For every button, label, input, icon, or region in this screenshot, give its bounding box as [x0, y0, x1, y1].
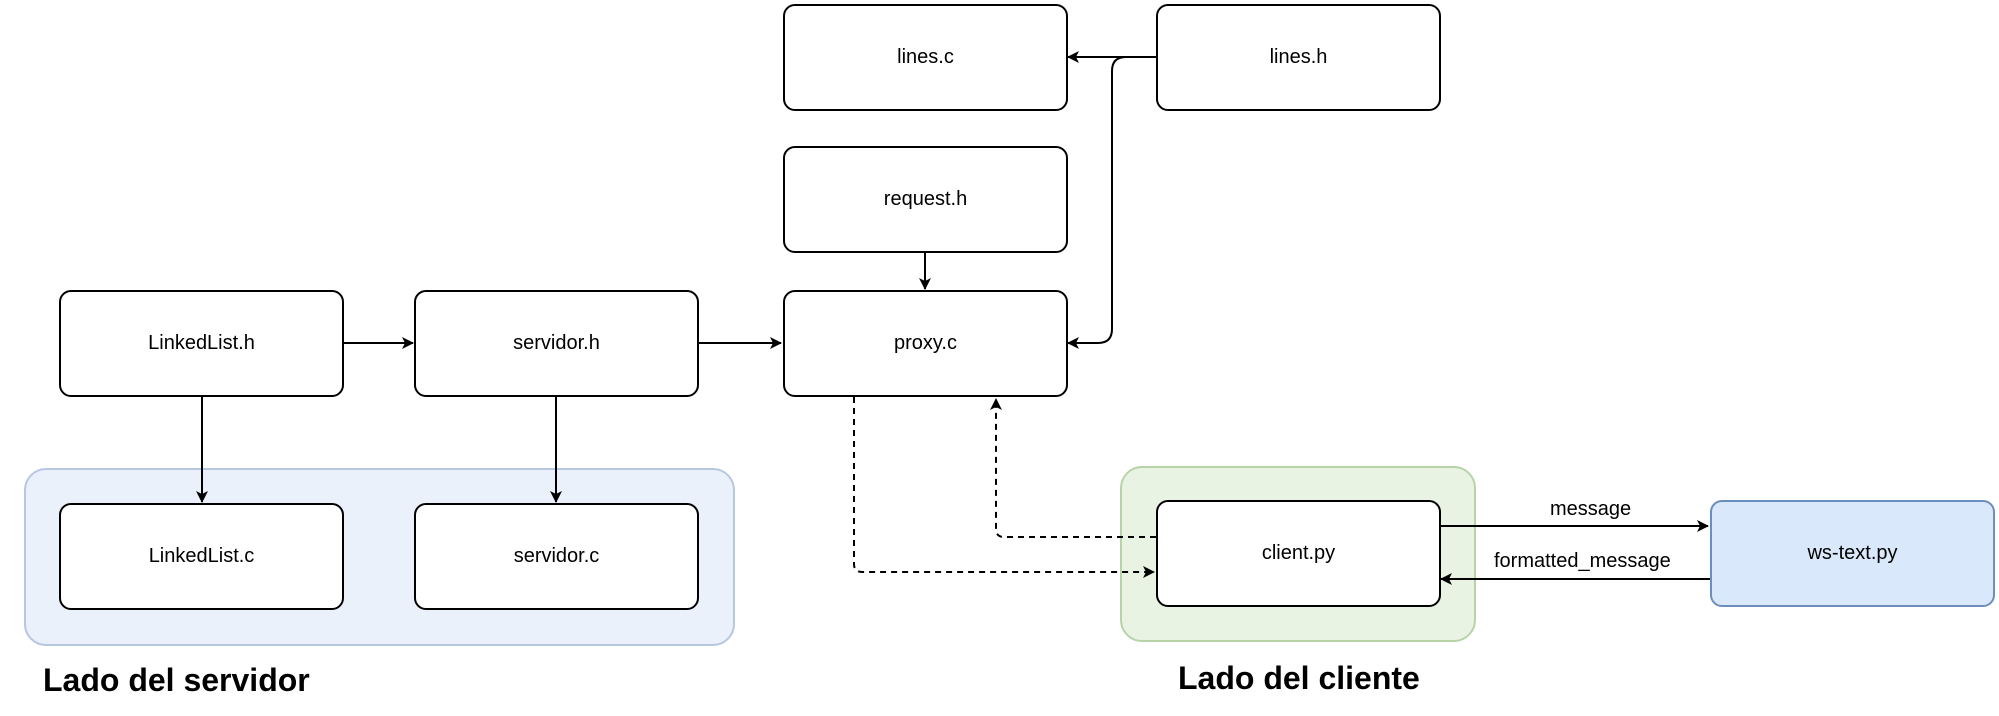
- edge-label-message: message: [1550, 498, 1632, 520]
- node-proxy-c[interactable]: proxy.c: [783, 290, 1068, 397]
- edge-proxy-c-to-client-py: [853, 397, 1155, 578]
- node-linkedlist-c[interactable]: LinkedList.c: [59, 503, 344, 610]
- node-servidor-c[interactable]: servidor.c: [414, 503, 699, 610]
- node-ws-text-py[interactable]: ws-text.py: [1710, 500, 1995, 607]
- node-request-h[interactable]: request.h: [783, 146, 1068, 253]
- node-lines-c[interactable]: lines.c: [783, 4, 1068, 111]
- edge-client-py-to-proxy-c: [990, 398, 1156, 538]
- node-client-py[interactable]: client.py: [1156, 500, 1441, 607]
- edge-lines-h-to-proxy-c: [1067, 56, 1156, 349]
- node-servidor-h[interactable]: servidor.h: [414, 290, 699, 397]
- server-side-title: Lado del servidor: [43, 662, 310, 698]
- edge-label-formatted-message: formatted_message: [1494, 550, 1671, 572]
- node-linkedlist-h[interactable]: LinkedList.h: [59, 290, 344, 397]
- node-lines-h[interactable]: lines.h: [1156, 4, 1441, 111]
- client-side-title: Lado del cliente: [1178, 660, 1420, 696]
